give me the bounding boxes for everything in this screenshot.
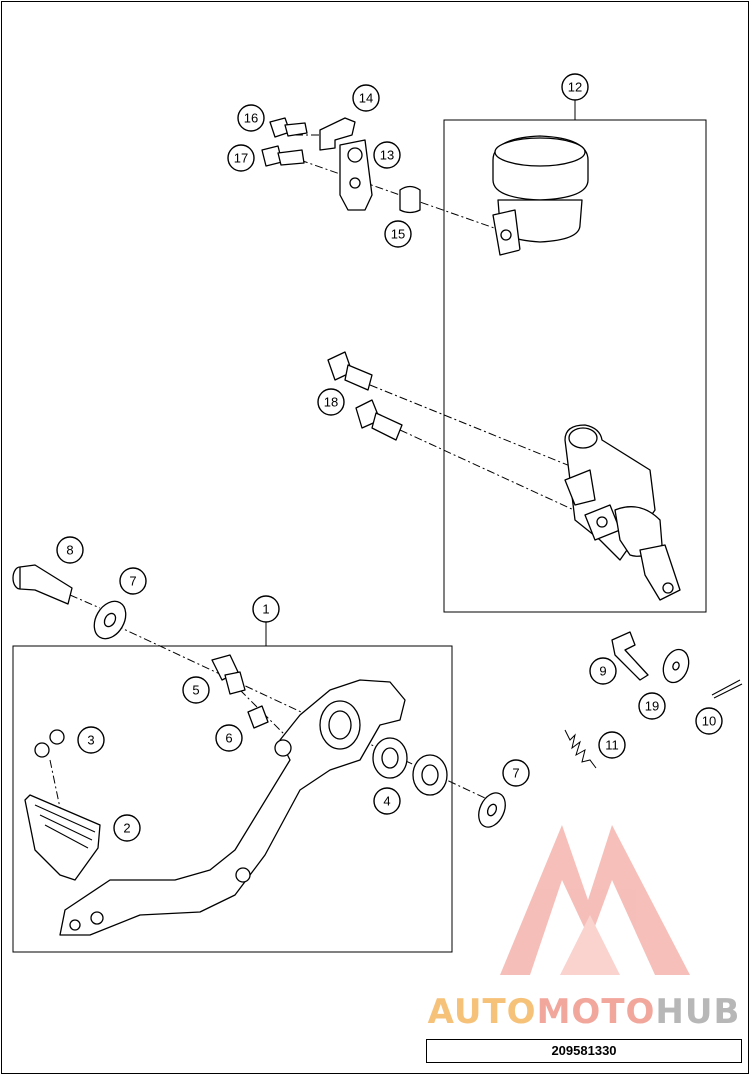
svg-text:18: 18 <box>324 395 338 410</box>
watermark-part3: HUB <box>655 992 741 1032</box>
callout-15: 15 <box>384 220 412 248</box>
part-18-bolts <box>327 351 403 441</box>
callout-4: 4 <box>373 787 401 815</box>
watermark-text: AUTOMOTOHUB <box>424 992 744 1032</box>
svg-text:14: 14 <box>359 91 373 106</box>
svg-text:7: 7 <box>512 766 519 781</box>
part-7-washer-lower <box>478 792 506 828</box>
part-5-6-bolt-nut <box>211 654 269 729</box>
part-1-brake-pedal <box>59 679 406 936</box>
svg-text:10: 10 <box>702 714 716 729</box>
part-4-bearings <box>372 737 448 796</box>
part-7-washer-upper <box>93 600 127 640</box>
callout-11: 11 <box>598 731 626 759</box>
document-number: 209581330 <box>426 1039 742 1063</box>
svg-text:5: 5 <box>192 683 199 698</box>
svg-text:15: 15 <box>391 227 405 242</box>
callout-19: 19 <box>638 692 666 720</box>
svg-text:2: 2 <box>123 821 130 836</box>
callout-10: 10 <box>695 707 723 735</box>
brake-pedal-group-box <box>12 645 453 953</box>
svg-text:3: 3 <box>87 733 94 748</box>
svg-text:7: 7 <box>129 574 136 589</box>
callout-16: 16 <box>237 104 265 132</box>
callout-5: 5 <box>182 676 210 704</box>
svg-text:4: 4 <box>383 794 390 809</box>
callout-1: 1 <box>252 595 280 623</box>
svg-text:17: 17 <box>234 151 248 166</box>
callout-17: 17 <box>227 144 255 172</box>
svg-text:12: 12 <box>568 80 582 95</box>
callout-2: 2 <box>113 814 141 842</box>
part-12-master-cylinder <box>490 135 681 601</box>
part-11-spring <box>564 729 597 769</box>
callout-3: 3 <box>77 726 105 754</box>
callout-8: 8 <box>56 536 84 564</box>
svg-text:9: 9 <box>599 664 606 679</box>
svg-text:11: 11 <box>605 738 619 753</box>
part-2-pedal-step <box>24 794 101 881</box>
parts-13-17-bracket-hardware <box>261 117 421 214</box>
part-3-screws <box>34 729 65 758</box>
callout-leaders <box>265 100 576 646</box>
callout-9: 9 <box>589 657 617 685</box>
watermark-logo <box>500 825 690 975</box>
part-8-pivot-bolt <box>12 564 73 605</box>
callout-13: 13 <box>373 141 401 169</box>
svg-text:16: 16 <box>244 111 258 126</box>
callout-7-lower: 7 <box>502 759 530 787</box>
part-19-washer <box>662 648 690 684</box>
svg-text:8: 8 <box>66 543 73 558</box>
callout-7-upper: 7 <box>119 567 147 595</box>
svg-text:6: 6 <box>225 731 232 746</box>
part-9-pin <box>611 631 649 681</box>
watermark-part1: AUTO <box>427 992 537 1032</box>
callout-6: 6 <box>215 724 243 752</box>
svg-text:13: 13 <box>380 148 394 163</box>
part-10-cotter-pin <box>711 679 743 699</box>
callout-14: 14 <box>352 84 380 112</box>
callout-18: 18 <box>317 388 345 416</box>
svg-text:19: 19 <box>645 699 659 714</box>
callout-12: 12 <box>561 73 589 101</box>
svg-text:1: 1 <box>262 602 269 617</box>
watermark-part2: MOTO <box>536 992 656 1032</box>
